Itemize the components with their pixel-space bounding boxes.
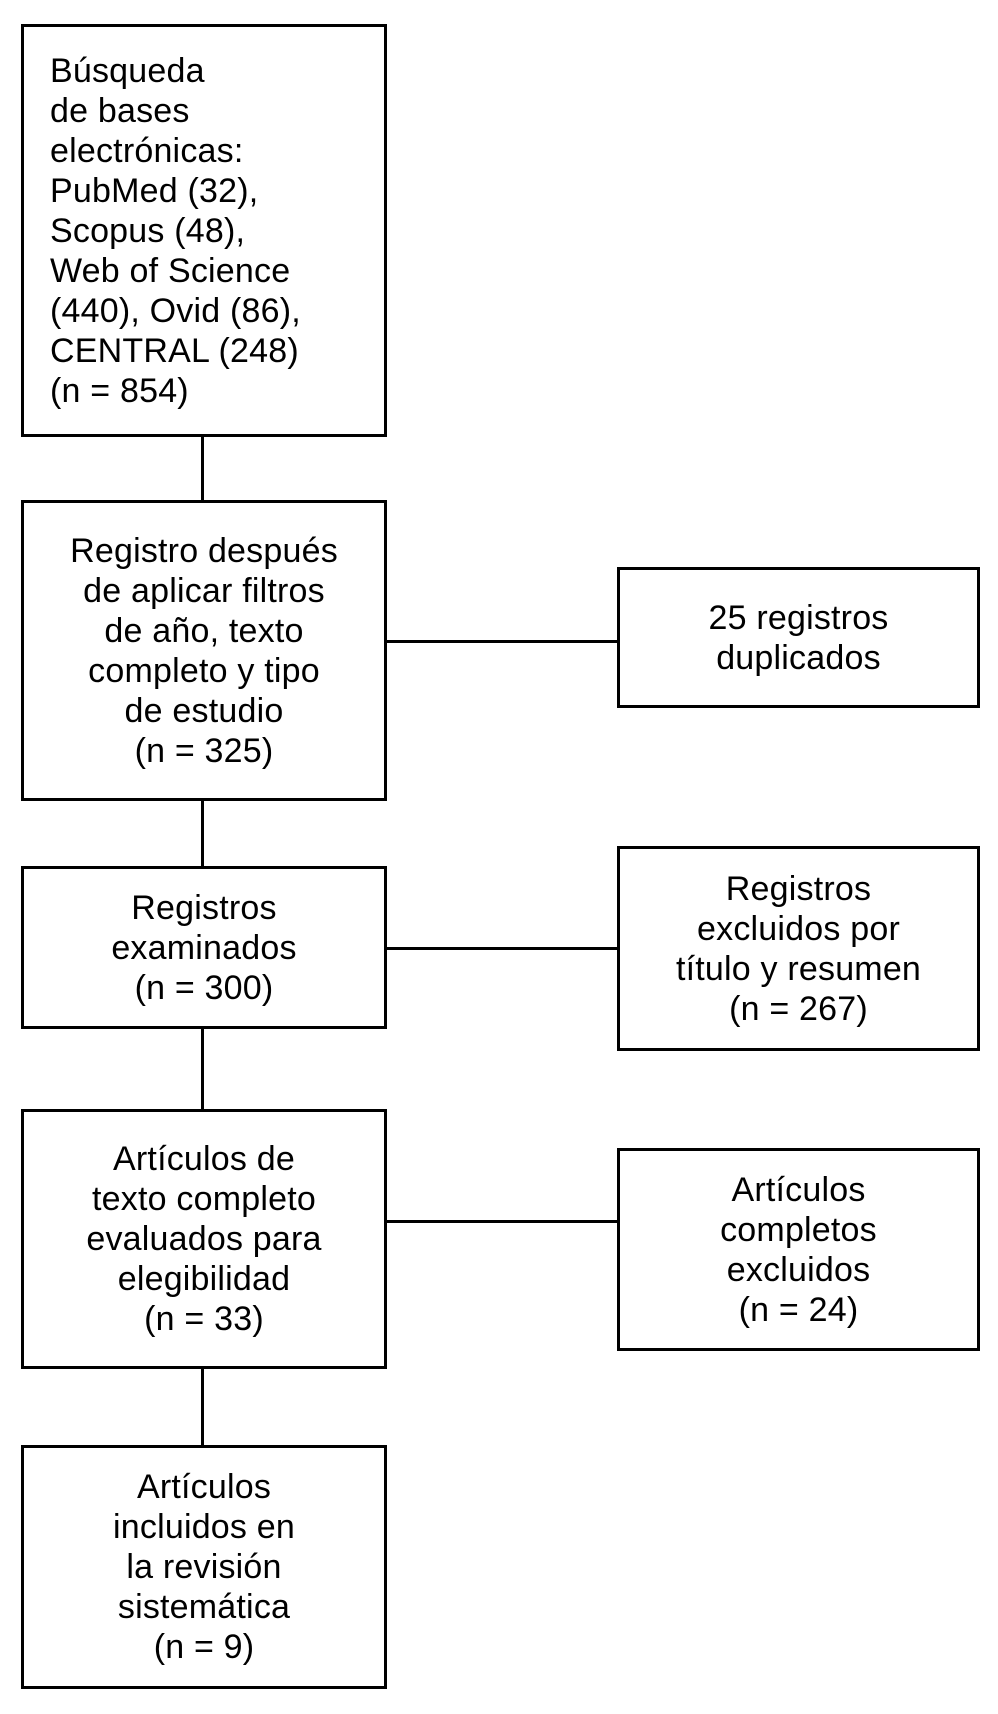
- connector-filtered-to-duplicates: [387, 640, 617, 643]
- connector-fulltext-to-included: [201, 1369, 204, 1445]
- flow-box-database-search: Búsqueda de bases electrónicas: PubMed (…: [21, 24, 387, 437]
- connector-search-to-filtered: [201, 437, 204, 500]
- connector-screened-to-fulltext: [201, 1029, 204, 1109]
- flow-box-records-after-filters: Registro después de aplicar filtros de a…: [21, 500, 387, 801]
- connector-filtered-to-screened: [201, 801, 204, 866]
- connector-fulltext-to-excluded: [387, 1220, 617, 1223]
- flow-box-fulltext-assessed: Artículos de texto completo evaluados pa…: [21, 1109, 387, 1369]
- flow-box-included-in-review: Artículos incluidos en la revisión siste…: [21, 1445, 387, 1689]
- connector-screened-to-excluded: [387, 947, 617, 950]
- flow-box-records-screened: Registros examinados (n = 300): [21, 866, 387, 1029]
- flow-box-duplicates-removed: 25 registros duplicados: [617, 567, 980, 708]
- flow-box-excluded-title-abstract: Registros excluidos por título y resumen…: [617, 846, 980, 1051]
- flow-box-fulltext-excluded: Artículos completos excluidos (n = 24): [617, 1148, 980, 1351]
